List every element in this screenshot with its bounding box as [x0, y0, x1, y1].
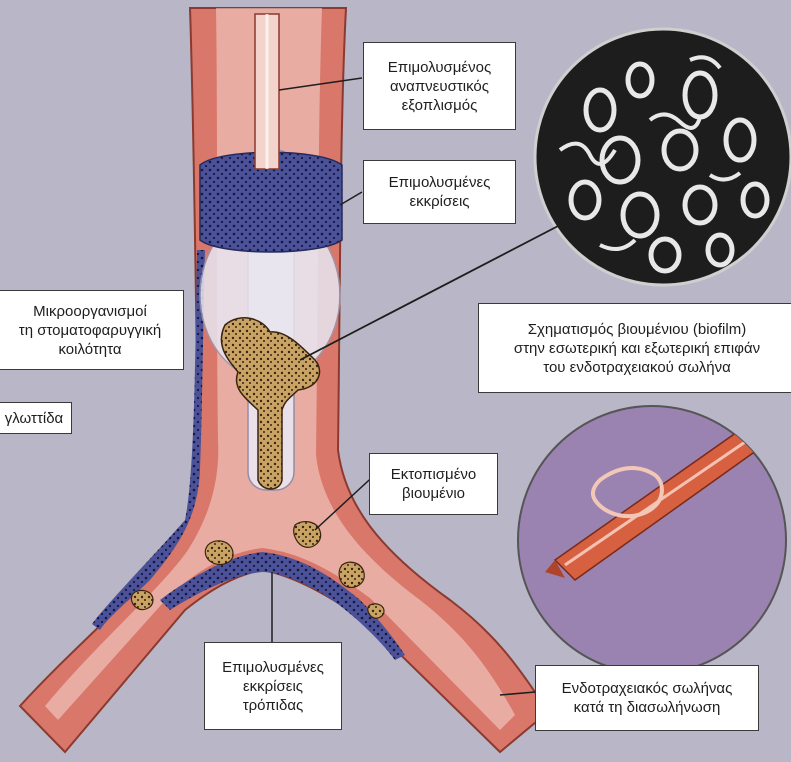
- label-endotracheal-tube-intubation: Ενδοτραχειακός σωλήνας κατά τη διασωλήνω…: [535, 665, 759, 731]
- displaced-biofilm-fragment: [131, 590, 153, 609]
- displaced-biofilm-fragment: [339, 562, 364, 587]
- displaced-biofilm-fragment: [205, 541, 233, 565]
- leader-secretions-top: [340, 192, 362, 205]
- label-contaminated-equipment: Επιμολυσμένος αναπνευστικός εξοπλισμός: [363, 42, 516, 130]
- label-oropharyngeal-microorganisms: Μικροοργανισμοί τη στοματοφαρυγγική κοιλ…: [0, 290, 184, 370]
- label-carina-secretions: Επιμολυσμένες εκκρίσεις τρόπιδας: [204, 642, 342, 730]
- label-glottis: γλωττίδα: [0, 402, 72, 434]
- label-contaminated-secretions: Επιμολυσμένες εκκρίσεις: [363, 160, 516, 224]
- tube-insertion-illustration: [518, 406, 786, 674]
- label-displaced-biofilm: Εκτοπισμένο βιουμένιο: [369, 453, 498, 515]
- label-biofilm-formation: Σχηματισμός βιουμένιου (biofilm) στην εσ…: [478, 303, 791, 393]
- biofilm-micrograph: [535, 29, 791, 285]
- displaced-biofilm-fragment: [368, 604, 384, 618]
